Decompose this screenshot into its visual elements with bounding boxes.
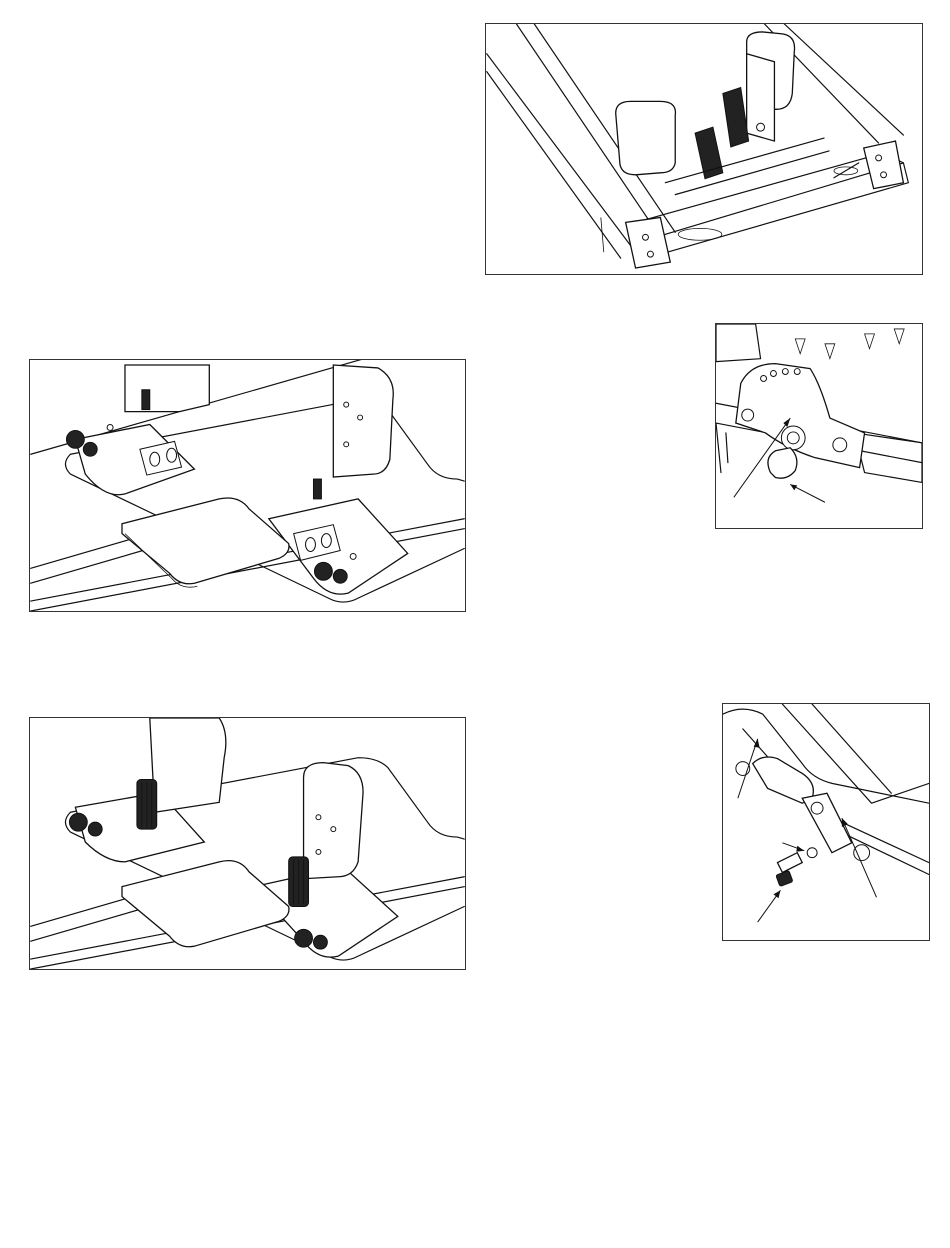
left-ring-pin	[678, 228, 722, 240]
pivot-bolt	[776, 853, 802, 887]
bolt-left	[142, 390, 150, 410]
right-upright	[333, 365, 393, 477]
left-upright	[150, 718, 226, 812]
platform-posts-illustration	[30, 718, 465, 969]
right-ring-pin	[834, 163, 859, 178]
left-end-plate	[626, 217, 671, 268]
washer	[807, 848, 817, 858]
pivot-bolt-illustration	[723, 704, 929, 940]
head-pad	[122, 861, 289, 947]
side-plate-illustration	[716, 324, 922, 528]
right-post	[289, 857, 309, 907]
figure-carriage-frame	[485, 23, 923, 275]
carriage-frame-illustration	[486, 24, 922, 274]
right-end-plate	[864, 141, 904, 189]
left-shoulder-pad	[616, 101, 676, 174]
right-post	[723, 87, 749, 147]
bolt-knob	[768, 448, 797, 478]
right-upright	[304, 763, 364, 879]
figure-platform-bolts	[29, 359, 466, 612]
figure-platform-posts	[29, 717, 466, 970]
bolt-right	[313, 479, 321, 499]
platform-bolts-illustration	[30, 360, 465, 611]
left-post	[137, 780, 157, 830]
lever-handle	[753, 757, 814, 803]
figure-pivot-bolt	[722, 703, 930, 941]
figure-side-plate	[715, 323, 923, 529]
side-plate	[736, 364, 865, 468]
